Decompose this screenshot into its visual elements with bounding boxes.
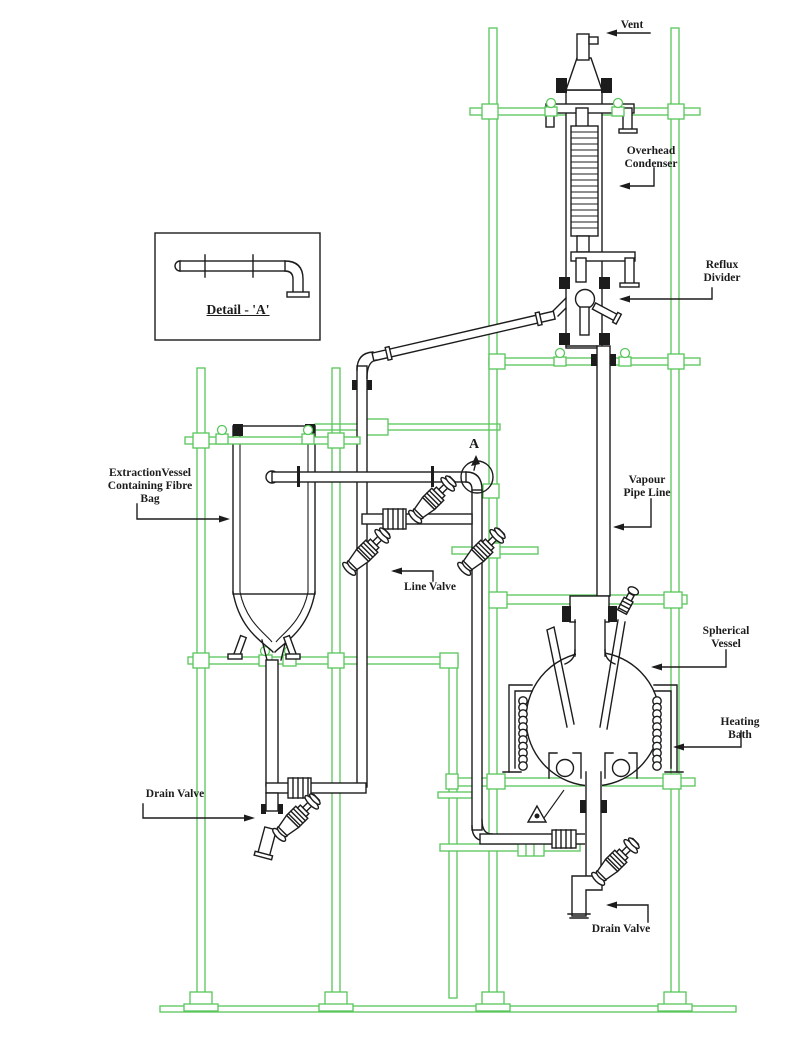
label-reflux-divider: Reflux Divider: [703, 259, 741, 284]
label-detail-marker-a: A: [468, 437, 480, 452]
label-vapour-pipe-line: Vapour Pipe Line: [623, 474, 671, 499]
label-extraction-vessel: ExtractionVessel Containing Fibre Bag: [107, 467, 193, 505]
drain-spout-left: [253, 826, 278, 861]
detail-a-box: [154, 232, 321, 341]
extraction-vessel: [227, 424, 367, 861]
label-drain-valve-right: Drain Valve: [591, 923, 651, 935]
frame-front-clamps: [184, 97, 625, 449]
vessel-bottom-assembly: [548, 752, 638, 919]
label-vent: Vent: [620, 19, 644, 31]
frame-feet: [183, 991, 693, 1012]
label-heating-bath: Heating Bath: [720, 716, 760, 741]
reflux-divider: [551, 277, 623, 347]
leader-lines: [136, 29, 742, 923]
label-line-valve: Line Valve: [403, 581, 457, 593]
label-spherical-vessel: Spherical Vessel: [702, 625, 750, 650]
spherical-vessel: [525, 586, 661, 787]
vent-pipe: [576, 33, 590, 61]
label-drain-valve-left: Drain Valve: [145, 788, 205, 800]
label-detail-a: Detail - 'A': [206, 302, 270, 317]
detail-triangle-marker: [526, 789, 565, 823]
vapour-pipe-line: [562, 345, 617, 623]
heating-bath: [502, 684, 684, 773]
label-overhead-condenser: Overhead Condenser: [624, 145, 678, 170]
sphere-top-valve: [616, 586, 640, 616]
overhead-condenser: [545, 33, 640, 349]
